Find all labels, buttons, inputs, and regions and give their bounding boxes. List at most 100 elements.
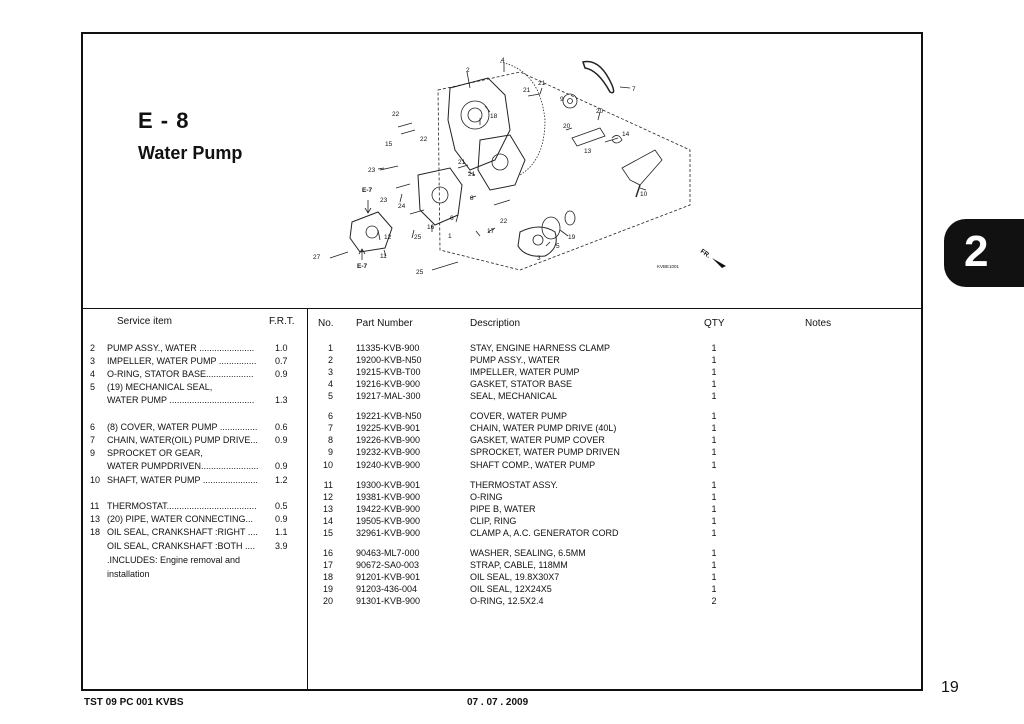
service-item-text: SPROCKET OR GEAR, bbox=[107, 448, 203, 458]
part-description: STRAP, CABLE, 118MM bbox=[470, 560, 568, 570]
part-no: 11 bbox=[323, 480, 333, 490]
service-item-number: 18 bbox=[90, 527, 101, 537]
callout-6: 6 bbox=[450, 215, 454, 222]
part-qty: 1 bbox=[711, 447, 717, 457]
service-item-number: 3 bbox=[90, 356, 96, 366]
part-qty: 1 bbox=[711, 492, 717, 502]
ref-e7-bottom: E-7 bbox=[357, 263, 368, 270]
service-item-text: .INCLUDES: Engine removal and bbox=[107, 555, 241, 565]
service-item-row: .INCLUDES: Engine removal and bbox=[90, 555, 240, 565]
callout-17: 17 bbox=[487, 228, 495, 235]
service-item-text: THERMOSTAT..............................… bbox=[107, 501, 257, 511]
callout-3: 3 bbox=[537, 255, 541, 262]
part-number: 91301-KVB-900 bbox=[356, 596, 421, 606]
part-no: 10 bbox=[322, 460, 333, 470]
service-item-row: 11 THERMOSTAT............................… bbox=[90, 501, 288, 511]
part-number: 19505-KVB-900 bbox=[356, 516, 421, 526]
part-no: 20 bbox=[322, 596, 333, 606]
parts-notes-header: Notes bbox=[805, 318, 832, 329]
callout-20: 20 bbox=[596, 108, 604, 115]
part-description: CHAIN, WATER PUMP DRIVE (40L) bbox=[470, 423, 617, 433]
part-no: 18 bbox=[322, 572, 333, 582]
service-item-row: WATER PUMP .............................… bbox=[90, 395, 288, 405]
page-frame bbox=[81, 32, 923, 691]
diagram-code: KVBE1001 bbox=[657, 264, 680, 269]
part-no: 4 bbox=[327, 379, 333, 389]
part-number: 19216-KVB-900 bbox=[356, 379, 421, 389]
service-item-number: 2 bbox=[90, 343, 96, 353]
part-qty: 1 bbox=[711, 584, 717, 594]
footer-date: 07 . 07 . 2009 bbox=[467, 697, 529, 708]
service-item-text: O-RING, STATOR BASE................... bbox=[107, 369, 254, 379]
callout-1: 1 bbox=[448, 233, 452, 240]
ref-e7-top: E-7 bbox=[362, 187, 373, 194]
part-no: 14 bbox=[322, 516, 333, 526]
page-number: 19 bbox=[941, 679, 959, 696]
service-item-text: (20) PIPE, WATER CONNECTING... bbox=[107, 514, 254, 524]
callout-23: 23 bbox=[368, 167, 376, 174]
part-number: 19225-KVB-901 bbox=[356, 423, 421, 433]
part-number: 19215-KVB-T00 bbox=[356, 367, 421, 377]
service-item-number: 11 bbox=[90, 501, 100, 511]
part-description: CLIP, RING bbox=[470, 516, 517, 526]
service-item-frt: 0.9 bbox=[275, 461, 288, 471]
callout-22c: 22 bbox=[500, 218, 508, 225]
section-code: E - 8 bbox=[138, 108, 190, 133]
service-item-text: OIL SEAL, CRANKSHAFT :BOTH .... bbox=[107, 541, 256, 551]
service-item-text: installation bbox=[107, 569, 150, 579]
chapter-tab: 2 bbox=[944, 219, 1024, 287]
service-item-number: 4 bbox=[90, 369, 96, 379]
service-item-row: 13(20) PIPE, WATER CONNECTING...0.9 bbox=[90, 514, 288, 524]
callout-21: 21 bbox=[538, 80, 546, 87]
parts-description-header: Description bbox=[470, 318, 521, 329]
part-number: 19422-KVB-900 bbox=[356, 504, 421, 514]
callout-9: 9 bbox=[560, 96, 564, 103]
part-qty: 1 bbox=[711, 504, 717, 514]
callout-10: 10 bbox=[640, 191, 648, 198]
callout-4: 4 bbox=[501, 57, 505, 64]
part-qty: 1 bbox=[711, 379, 717, 389]
part-number: 19232-KVB-900 bbox=[356, 447, 421, 457]
parts-no-header: No. bbox=[318, 318, 334, 329]
callout-21c: 21 bbox=[458, 159, 466, 166]
part-no: 5 bbox=[327, 391, 333, 401]
part-description: WASHER, SEALING, 6.5MM bbox=[470, 548, 586, 558]
service-item-row: installation bbox=[90, 569, 150, 579]
service-item-frt: 1.1 bbox=[275, 527, 288, 537]
part-qty: 1 bbox=[711, 560, 717, 570]
callout-24: 24 bbox=[398, 203, 406, 210]
part-no: 1 bbox=[327, 343, 333, 353]
part-description: O-RING bbox=[470, 492, 503, 502]
service-item-frt: 3.9 bbox=[275, 541, 288, 551]
part-number: 91201-KVB-901 bbox=[356, 572, 421, 582]
service-item-frt: 1.0 bbox=[275, 343, 288, 353]
part-qty: 1 bbox=[711, 355, 717, 365]
service-item-frt: 1.3 bbox=[275, 395, 288, 405]
part-no: 9 bbox=[327, 447, 333, 457]
callout-25b: 25 bbox=[416, 269, 424, 276]
service-item-number: 10 bbox=[90, 475, 101, 485]
part-description: SPROCKET, WATER PUMP DRIVEN bbox=[470, 447, 620, 457]
service-item-text: WATER PUMPDRIVEN....................... bbox=[107, 461, 259, 471]
vertical-divider bbox=[307, 308, 308, 691]
part-number: 90463-ML7-000 bbox=[356, 548, 420, 558]
service-item-frt: 1.2 bbox=[275, 475, 288, 485]
part-description: STAY, ENGINE HARNESS CLAMP bbox=[470, 343, 611, 353]
service-item-frt: 0.5 bbox=[275, 501, 288, 511]
callout-2: 2 bbox=[466, 67, 470, 74]
part-description: PUMP ASSY., WATER bbox=[470, 355, 560, 365]
part-description: GASKET, STATOR BASE bbox=[470, 379, 573, 389]
footer-doc-code: TST 09 PC 001 KVBS bbox=[84, 697, 184, 708]
part-description: GASKET, WATER PUMP COVER bbox=[470, 435, 605, 445]
callout-18: 18 bbox=[490, 113, 498, 120]
front-label: FR. bbox=[699, 248, 712, 260]
callout-20b: 20 bbox=[563, 123, 571, 130]
part-number: 19300-KVB-901 bbox=[356, 480, 421, 490]
part-description: SEAL, MECHANICAL bbox=[470, 391, 558, 401]
part-qty: 1 bbox=[711, 367, 717, 377]
service-item-frt: 0.9 bbox=[275, 435, 288, 445]
service-item-frt: 0.6 bbox=[275, 422, 288, 432]
service-item-text: (19) MECHANICAL SEAL, bbox=[107, 382, 213, 392]
service-item-row: 5(19) MECHANICAL SEAL, bbox=[90, 382, 212, 392]
